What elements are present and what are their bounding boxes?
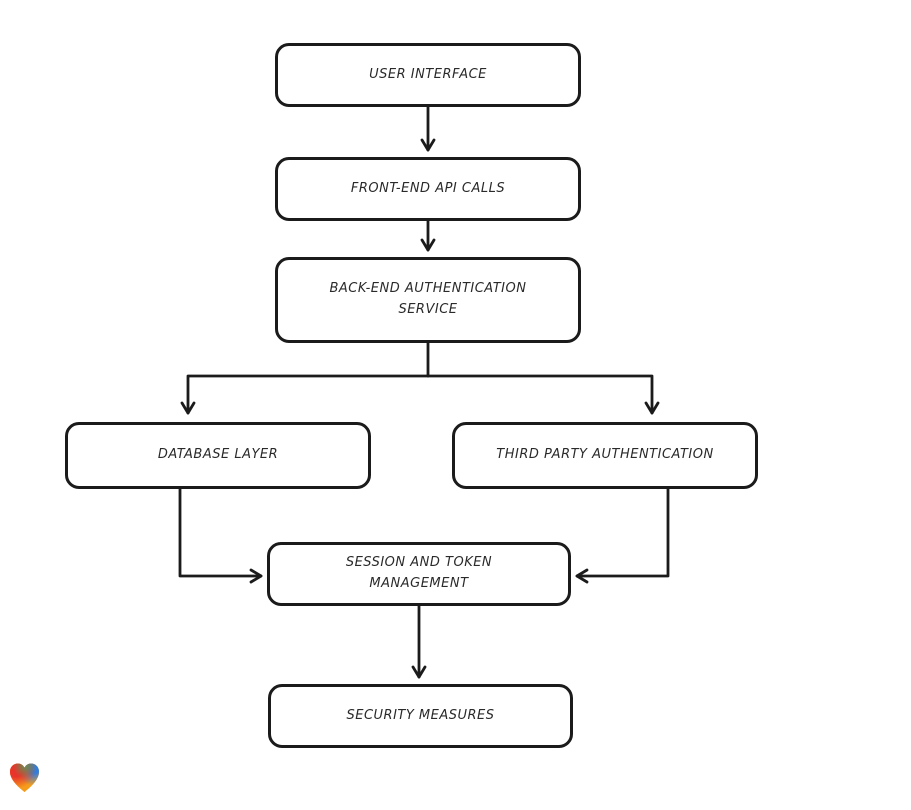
node-database-layer-label: DATABASE LAYER [157, 447, 279, 463]
edge-thirdparty-to-session [575, 487, 670, 584]
node-frontend-api-calls: FRONT-END API CALLS [275, 157, 581, 221]
edge-backend-to-thirdparty [426, 374, 660, 415]
node-user-interface: USER INTERFACE [275, 43, 581, 107]
node-frontend-api-calls-label: FRONT-END API CALLS [350, 180, 506, 196]
node-security-measures-label: SECURITY MEASURES [346, 707, 495, 723]
node-database-layer: DATABASE LAYER [65, 422, 371, 489]
edge-database-to-session [178, 487, 263, 584]
node-third-party-authentication-label: THIRD PARTY AUTHENTICATION [496, 447, 714, 463]
node-third-party-authentication: THIRD PARTY AUTHENTICATION [452, 422, 758, 489]
node-backend-authentication-service-label: BACK-END AUTHENTICATION SERVICE [329, 281, 527, 317]
node-backend-authentication-service: BACK-END AUTHENTICATION SERVICE [275, 257, 581, 343]
edge-backend-to-database [180, 374, 430, 415]
node-security-measures: SECURITY MEASURES [268, 684, 573, 748]
node-session-token-management: SESSION AND TOKEN MANAGEMENT [267, 542, 571, 606]
node-session-token-management-label: SESSION AND TOKEN MANAGEMENT [345, 555, 493, 591]
node-user-interface-label: USER INTERFACE [369, 66, 487, 82]
